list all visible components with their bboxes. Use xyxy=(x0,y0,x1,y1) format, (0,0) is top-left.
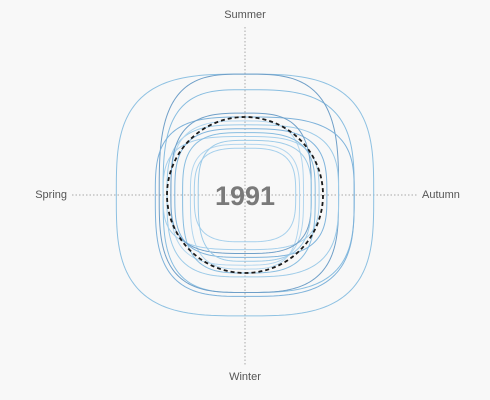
year-label: 1991 xyxy=(215,181,275,211)
series-loop-3 xyxy=(158,73,340,293)
series-loop-9 xyxy=(189,143,301,270)
axis-label-winter: Winter xyxy=(229,371,261,383)
series-loop-4 xyxy=(154,116,355,297)
series-loop-11 xyxy=(193,147,297,243)
series-loop-1 xyxy=(115,73,375,317)
series-loops xyxy=(115,73,375,317)
series-loop-13 xyxy=(197,139,312,262)
reference-ring xyxy=(166,116,324,274)
series-loop-7 xyxy=(162,136,320,251)
series-loop-8 xyxy=(182,132,316,274)
axis-label-autumn: Autumn xyxy=(422,189,460,201)
axis-label-summer: Summer xyxy=(224,9,266,21)
axis-label-spring: Spring xyxy=(35,189,67,201)
series-loop-5 xyxy=(166,124,340,278)
series-loop-12 xyxy=(170,112,312,254)
